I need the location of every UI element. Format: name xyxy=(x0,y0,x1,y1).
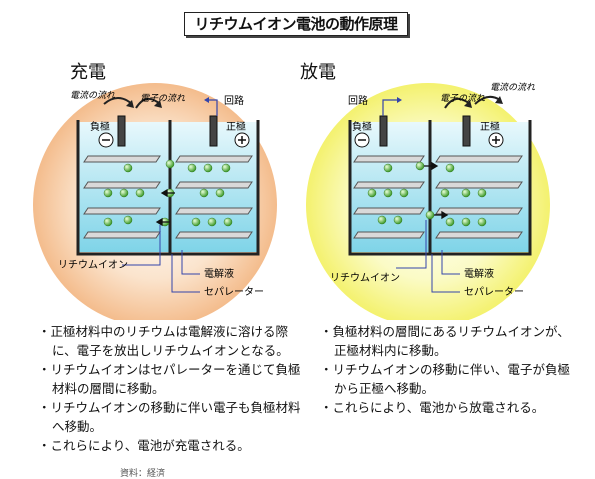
discharge-label-neg: 負極 xyxy=(352,120,372,133)
discharge-bullets: 負極材料の層間にあるリチウムイオンが、正極材料内に移動。 リチウムイオンの移動に… xyxy=(322,322,577,417)
charge-heading: 充電 xyxy=(70,62,106,83)
discharge-bullet: 負極材料の層間にあるリチウムイオンが、正極材料内に移動。 xyxy=(322,322,577,360)
discharge-label-circuit: 回路 xyxy=(348,94,368,107)
charge-bullets: 正極材料中のリチウムは電解液に溶ける際に、電子を放出しリチウムイオンとなる。 リ… xyxy=(40,322,305,455)
charge-diagram: 電流の流れ 電子の流れ 回路 負極 正極 リチウムイオン 電解液 セパレーター xyxy=(20,70,290,320)
discharge-label-ion: リチウムイオン xyxy=(330,272,400,284)
charge-label-ion: リチウムイオン xyxy=(58,259,128,271)
charge-bullet: これらにより、電池が充電される。 xyxy=(40,436,305,455)
charge-neg-rod xyxy=(117,115,126,147)
discharge-heading: 放電 xyxy=(300,62,336,83)
charge-label-circuit: 回路 xyxy=(224,94,244,107)
charge-bullet: リチウムイオンの移動に伴い電子も負極材料へ移動。 xyxy=(40,398,305,436)
discharge-bullet: これらにより、電池から放電される。 xyxy=(322,398,577,417)
charge-label-pos: 正極 xyxy=(226,120,246,133)
discharge-label-current: 電流の流れ xyxy=(490,82,536,93)
discharge-label-separator: セパレーター xyxy=(464,286,524,298)
page-title: リチウムイオン電池の動作原理 xyxy=(184,12,408,36)
charge-bullet: 正極材料中のリチウムは電解液に溶ける際に、電子を放出しリチウムイオンとなる。 xyxy=(40,322,305,360)
charge-label-electron: 電子の流れ xyxy=(140,93,186,104)
discharge-label-electron: 電子の流れ xyxy=(440,93,486,104)
charge-pos-rod xyxy=(209,115,218,147)
discharge-bullet: リチウムイオンの移動に伴い、電子が負極から正極へ移動。 xyxy=(322,360,577,398)
charge-label-electrolyte: 電解液 xyxy=(204,267,234,280)
discharge-diagram: 回路 電子の流れ 電流の流れ 負極 正極 リチウムイオン 電解液 セパレーター xyxy=(300,70,570,320)
charge-label-current: 電流の流れ xyxy=(70,90,116,101)
footer-source: 資料：経済 xyxy=(120,469,166,479)
discharge-label-pos: 正極 xyxy=(480,120,500,133)
charge-bullet: リチウムイオンはセパレーターを通じて負極材料の層間に移動。 xyxy=(40,360,305,398)
discharge-label-electrolyte: 電解液 xyxy=(464,267,494,280)
charge-label-neg: 負極 xyxy=(90,120,110,133)
charge-label-separator: セパレーター xyxy=(204,286,264,298)
